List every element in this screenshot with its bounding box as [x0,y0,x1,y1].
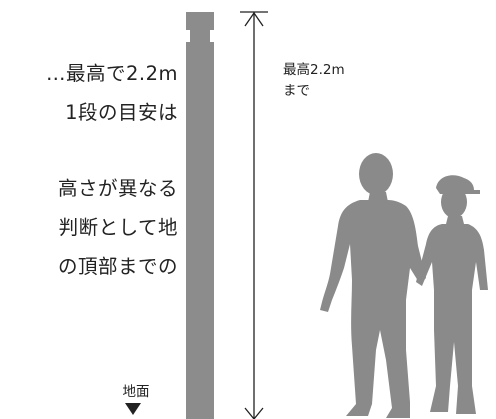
max-height-label-line-2: まで [283,83,310,99]
max-height-label-line-1: 最高2.2m [283,62,345,78]
height-dimension [240,11,268,419]
child-silhouette [416,175,488,414]
people-silhouette [320,153,488,418]
description-text: …最高で2.2m 1段の目安は 高さが異なる 判断として地 の頂部までの [0,54,178,286]
adult-silhouette [320,153,426,418]
ground-label: 地面 [122,384,150,400]
description-line-1: …最高で2.2m [45,62,178,85]
description-line-5: 判断として地 [58,216,178,239]
description-line-6: の頂部までの [57,255,178,278]
arrow-up-icon [244,11,264,27]
pole-body [186,12,214,419]
triangle-down-icon [125,403,141,415]
description-gap [0,132,178,169]
description-line-4: 高さが異なる [57,177,178,200]
arrow-down-icon [244,407,264,419]
description-line-2: 1段の目安は [65,101,178,124]
max-height-label: 最高2.2m まで [283,60,345,102]
pole [186,12,214,419]
